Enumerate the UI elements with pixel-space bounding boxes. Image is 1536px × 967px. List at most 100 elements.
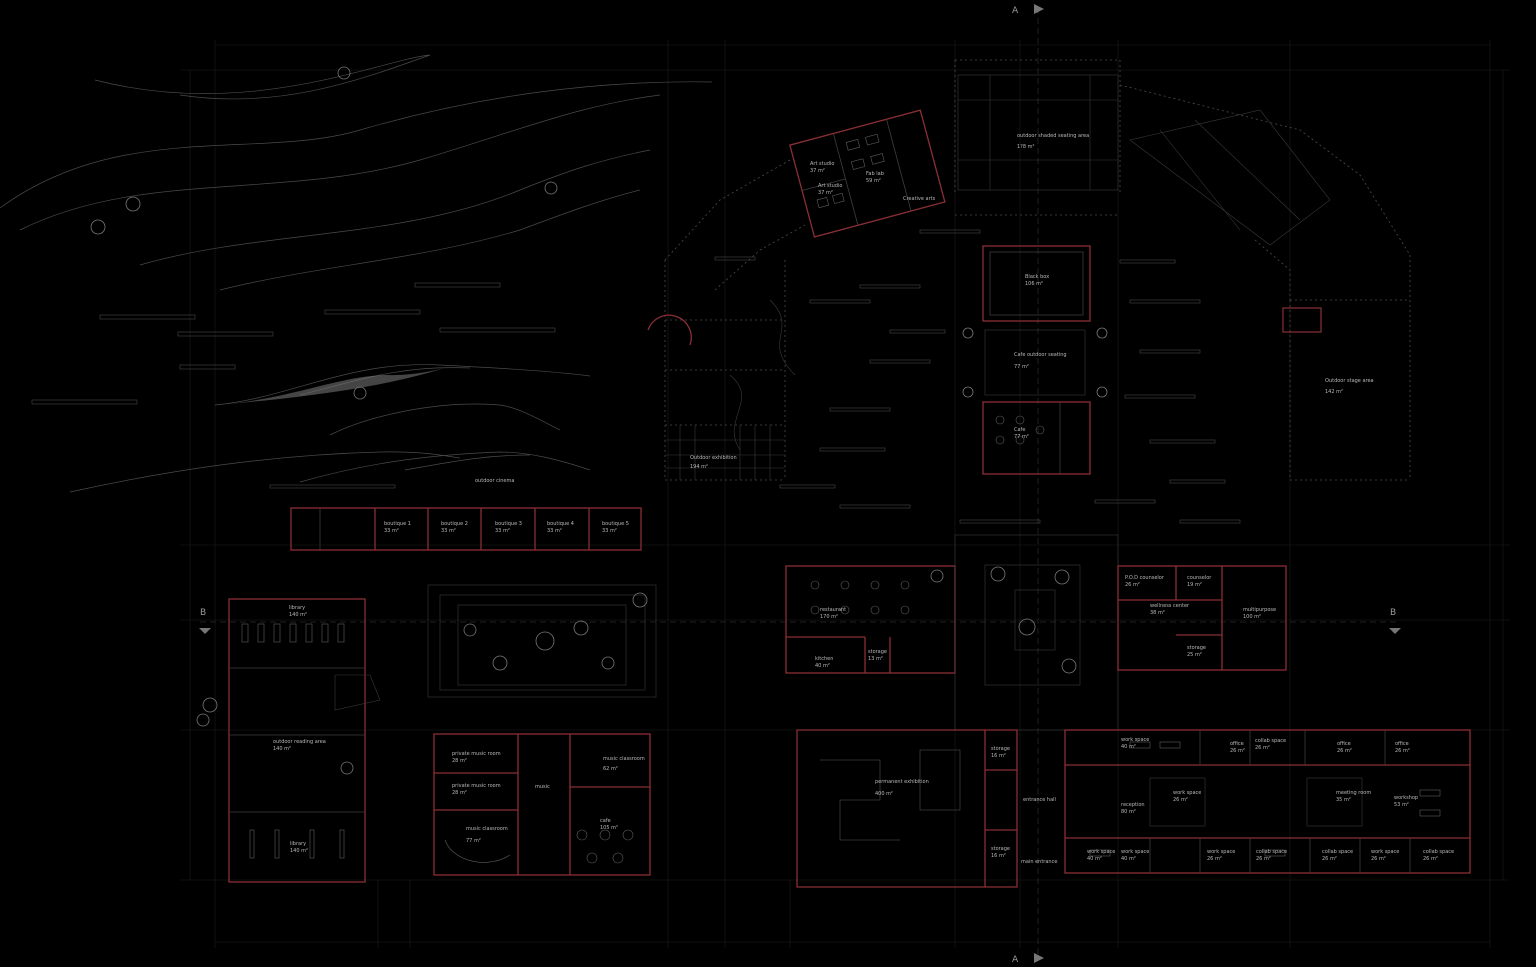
label-art-studio-2: Art studio [818, 183, 842, 189]
tree-icon [196, 713, 210, 727]
label-main-entrance: main entrance [1021, 859, 1057, 865]
label-office-3: office [1395, 741, 1409, 747]
label-workshop: workshop [1394, 795, 1418, 801]
section-line-b: B B [199, 608, 1401, 634]
label-pod-counselor-area: 26 m² [1125, 582, 1140, 588]
tree-icon [962, 386, 974, 398]
label-kitchen: kitchen [815, 656, 833, 662]
music-building [433, 733, 651, 876]
label-meeting-room: meeting room [1336, 790, 1371, 796]
label-music-classroom-1-area: 62 m² [603, 766, 618, 772]
label-music-classroom-2-area: 77 m² [466, 838, 481, 844]
tree-icon [1096, 386, 1108, 398]
label-outdoor-reading-area: 140 m² [273, 746, 291, 752]
tree-icon [337, 66, 351, 80]
label-collab-space-4: collab space [1423, 849, 1454, 855]
reflecting-pool [215, 366, 450, 405]
label-permanent-exhibition-area: 400 m² [875, 791, 893, 797]
outdoor-exhibition-grid [647, 299, 796, 480]
label-work-space-3: work space [1087, 849, 1115, 855]
label-music-center: music [535, 784, 550, 790]
section-mark-left: B [200, 608, 206, 618]
section-mark-bottom: A [1012, 955, 1019, 965]
label-boutique-3: boutique 3 [495, 521, 522, 527]
label-restaurant: restaurant [820, 607, 846, 613]
label-work-space-1: work space [1121, 737, 1149, 743]
label-art-studio-2-area: 37 m² [818, 190, 833, 196]
label-collab-space-1-area: 26 m² [1255, 745, 1270, 751]
label-cafe-bottom-area: 105 m² [600, 825, 618, 831]
label-storage-b-area: 25 m² [1187, 652, 1202, 658]
label-library-bottom-area: 140 m² [290, 848, 308, 854]
section-mark-right: B [1390, 608, 1396, 618]
label-cafe-outdoor-area: 77 m² [1014, 364, 1029, 370]
label-collab-space-2-area: 26 m² [1256, 856, 1271, 862]
tree-icon [463, 623, 477, 637]
label-black-box: Black box [1025, 274, 1049, 280]
label-office-3-area: 26 m² [1395, 748, 1410, 754]
wellness-building [1117, 565, 1287, 671]
label-restaurant-area: 170 m² [820, 614, 838, 620]
tree-icon [601, 656, 615, 670]
label-collab-space-3-area: 26 m² [1322, 856, 1337, 862]
label-cafe-top: Cafe [1014, 427, 1025, 433]
label-work-space-6: work space [1371, 849, 1399, 855]
section-arrow-left-icon [199, 628, 211, 634]
boutique-row [290, 507, 642, 551]
label-work-space-2: work space [1173, 790, 1201, 796]
label-art-studio-1: Art studio [810, 161, 834, 167]
label-entrance-hall: entrance hall [1023, 797, 1056, 803]
label-storage-a-area: 13 m² [868, 656, 883, 662]
label-office-2: office [1337, 741, 1351, 747]
label-storage-d: storage [991, 846, 1010, 852]
label-library-bottom: library [290, 841, 306, 847]
label-outdoor-stage-area: 142 m² [1325, 389, 1343, 395]
label-storage-c: storage [991, 746, 1010, 752]
tree-icon [1054, 569, 1070, 585]
label-outdoor-exhibition-area: 194 m² [690, 464, 708, 470]
shaded-seating-structure [957, 74, 1331, 333]
sunken-garden [427, 584, 657, 698]
label-work-space-4: work space [1121, 849, 1149, 855]
label-boutique-2-area: 33 m² [441, 528, 456, 534]
label-boutique-3-area: 33 m² [495, 528, 510, 534]
label-outdoor-cinema: outdoor cinema [475, 478, 514, 484]
label-private-music-1: private music room [452, 751, 501, 757]
label-work-space-3-area: 40 m² [1087, 856, 1102, 862]
tree-icon [1061, 658, 1077, 674]
label-collab-space-2: collab space [1256, 849, 1287, 855]
label-work-space-1-area: 40 m² [1121, 744, 1136, 750]
tree-icon [632, 592, 648, 608]
label-boutique-1-area: 33 m² [384, 528, 399, 534]
label-storage-b: storage [1187, 645, 1206, 651]
label-work-space-5-area: 26 m² [1207, 856, 1222, 862]
label-boutique-4-area: 33 m² [547, 528, 562, 534]
trees [90, 66, 1108, 775]
label-private-music-1-area: 28 m² [452, 758, 467, 764]
label-boutique-4: boutique 4 [547, 521, 574, 527]
tree-icon [202, 697, 218, 713]
label-multipurpose: multipurpose [1243, 607, 1276, 613]
label-office-2-area: 26 m² [1337, 748, 1352, 754]
art-studio-pavilion [789, 109, 946, 238]
label-fab-lab-area: 59 m² [866, 178, 881, 184]
label-kitchen-area: 40 m² [815, 663, 830, 669]
label-reception: reception [1121, 802, 1145, 808]
tree-icon [930, 569, 944, 583]
tree-icon [1018, 618, 1036, 636]
label-cafe-bottom: cafe [600, 818, 611, 824]
section-arrow-right-icon [1389, 628, 1401, 634]
tree-icon [1096, 327, 1108, 339]
section-mark-top: A [1012, 6, 1019, 16]
label-meeting-room-area: 35 m² [1336, 797, 1351, 803]
label-counselor-area: 19 m² [1187, 582, 1202, 588]
label-boutique-1: boutique 1 [384, 521, 411, 527]
tree-icon [125, 196, 141, 212]
tree-icon [492, 655, 508, 671]
label-office-1-area: 26 m² [1230, 748, 1245, 754]
label-fab-lab: Fab lab [866, 171, 884, 177]
tree-icon [990, 566, 1006, 582]
tree-icon [962, 327, 974, 339]
label-work-space-6-area: 26 m² [1371, 856, 1386, 862]
